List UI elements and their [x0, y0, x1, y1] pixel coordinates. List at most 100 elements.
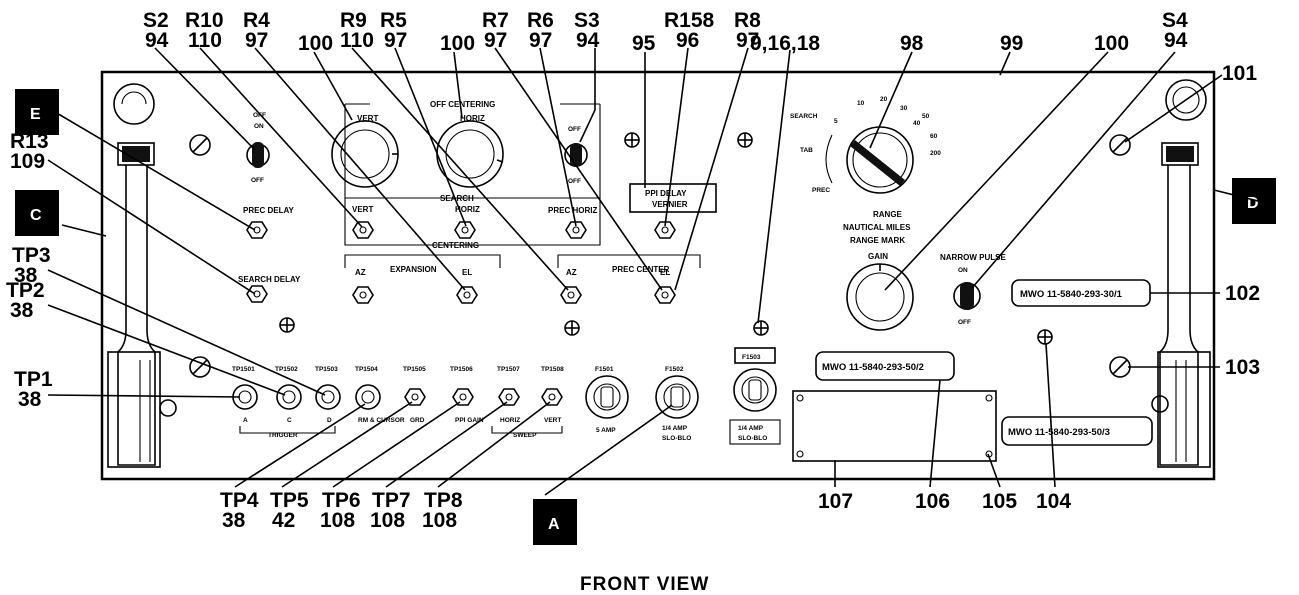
svg-text:VERT: VERT	[544, 417, 561, 424]
svg-text:TP1503: TP1503	[315, 366, 338, 373]
panel-crosshead-2	[564, 320, 580, 336]
blank-access-plate	[792, 390, 997, 462]
svg-text:R7: R7	[482, 9, 509, 32]
svg-text:95: 95	[632, 32, 656, 55]
svg-text:S4: S4	[1162, 9, 1188, 32]
tp1502-jack[interactable]	[276, 384, 302, 410]
left-handle[interactable]	[107, 83, 177, 468]
s2-toggle-switch[interactable]: OFF ON OFF	[246, 112, 270, 184]
callout-101: 101	[1222, 62, 1257, 85]
tp1504-jack[interactable]	[355, 384, 381, 410]
svg-text:TP2: TP2	[6, 279, 45, 302]
badge-c: C	[15, 190, 59, 236]
svg-text:108: 108	[320, 509, 355, 532]
svg-text:TP1507: TP1507	[497, 366, 520, 373]
svg-text:PREC: PREC	[812, 187, 830, 194]
svg-text:96: 96	[676, 29, 699, 52]
svg-text:TP1505: TP1505	[403, 366, 426, 373]
svg-text:S3: S3	[574, 9, 600, 32]
svg-text:108: 108	[422, 509, 457, 532]
svg-text:60: 60	[930, 133, 938, 140]
callout-102: 102	[1225, 282, 1260, 305]
svg-text:RANGE MARK: RANGE MARK	[850, 236, 905, 245]
svg-text:D: D	[327, 417, 332, 424]
svg-text:PPI DELAY: PPI DELAY	[645, 189, 687, 198]
front-panel	[100, 70, 1216, 481]
gain-knob[interactable]: GAIN	[846, 252, 914, 331]
svg-text:10: 10	[857, 100, 865, 107]
svg-text:5 AMP: 5 AMP	[596, 427, 616, 434]
prec-center-az-pot[interactable]	[560, 286, 582, 304]
svg-text:TP1504: TP1504	[355, 366, 378, 373]
tp1506-jack[interactable]	[452, 388, 474, 406]
svg-text:A: A	[548, 516, 560, 533]
tp1507-jack[interactable]	[498, 388, 520, 406]
svg-text:1/4 AMP: 1/4 AMP	[738, 425, 764, 432]
fuse-f1503[interactable]: F1503 1/4 AMP SLO-BLO	[729, 347, 781, 445]
svg-text:SLO-BLO: SLO-BLO	[738, 435, 767, 442]
svg-text:103: 103	[1225, 356, 1260, 379]
diagram-title: FRONT VIEW	[580, 574, 709, 595]
svg-text:R5: R5	[380, 9, 407, 32]
svg-text:ON: ON	[958, 267, 968, 274]
off-centering-group: OFF CENTERING VERT HORIZ SEARCH CENTERIN…	[344, 100, 601, 250]
svg-text:107: 107	[818, 490, 853, 513]
svg-text:94: 94	[1164, 29, 1188, 52]
fuse-f1501[interactable]: F1501 5 AMP	[585, 366, 629, 434]
svg-text:R9: R9	[340, 9, 367, 32]
svg-text:108: 108	[370, 509, 405, 532]
leader-lines	[47, 47, 1275, 496]
svg-text:9,16,18: 9,16,18	[750, 32, 820, 55]
narrow-pulse-toggle[interactable]: NARROW PULSE ON OFF	[940, 253, 1006, 326]
svg-text:94: 94	[576, 29, 600, 52]
svg-text:MWO 11-5840-293-50/2: MWO 11-5840-293-50/2	[822, 362, 924, 373]
svg-text:VERNIER: VERNIER	[652, 200, 688, 209]
callout-9-16-18: 9,16,18	[750, 32, 820, 55]
panel-screw-3	[1109, 134, 1131, 156]
svg-text:TP4: TP4	[220, 489, 259, 512]
right-handle[interactable]	[1151, 79, 1211, 468]
test-point-row: TP1501 TP1502 TP1503 TP1504 TP1505 TP150…	[232, 366, 564, 439]
panel-crosshead-3	[753, 320, 769, 336]
svg-text:TRIGGER: TRIGGER	[268, 432, 298, 439]
tp1508-jack[interactable]	[541, 388, 563, 406]
svg-text:106: 106	[915, 490, 950, 513]
tp1503-jack[interactable]	[315, 384, 341, 410]
expansion-el-pot[interactable]	[456, 286, 478, 304]
search-vert-pot[interactable]: VERT	[352, 205, 374, 239]
svg-text:A: A	[243, 417, 248, 424]
svg-text:E: E	[30, 106, 41, 123]
callout-98: 98	[900, 32, 924, 55]
svg-text:OFF: OFF	[251, 177, 264, 184]
svg-text:OFF CENTERING: OFF CENTERING	[430, 100, 495, 109]
prec-center-el-pot[interactable]	[654, 286, 676, 304]
vert-off-centering-knob[interactable]	[331, 120, 399, 188]
tp1505-jack[interactable]	[404, 388, 426, 406]
search-horiz-pot[interactable]: HORIZ	[454, 205, 480, 239]
svg-text:SEARCH: SEARCH	[790, 113, 818, 120]
svg-text:OFF: OFF	[958, 319, 971, 326]
badge-d: D	[1232, 178, 1276, 224]
svg-text:EXPANSION: EXPANSION	[390, 265, 437, 274]
svg-text:SEARCH: SEARCH	[440, 194, 474, 203]
svg-text:F1502: F1502	[665, 366, 684, 373]
prec-center-group: PREC CENTER AZ EL	[557, 254, 701, 277]
svg-text:SEARCH DELAY: SEARCH DELAY	[238, 275, 301, 284]
svg-text:100: 100	[298, 32, 333, 55]
svg-text:30: 30	[900, 105, 908, 112]
fuse-f1502[interactable]: F1502 1/4 AMP SLO-BLO	[655, 366, 699, 442]
expansion-az-pot[interactable]	[352, 286, 374, 304]
svg-text:PPI GAIN: PPI GAIN	[455, 417, 484, 424]
range-selector-dial[interactable]: SEARCH TAB PREC 5 10 20 30 40 50 60 200 …	[790, 96, 941, 245]
svg-text:TP1501: TP1501	[232, 366, 255, 373]
svg-text:D: D	[1247, 195, 1259, 212]
ppi-delay-vernier[interactable]: PPI DELAY VERNIER	[629, 183, 717, 239]
svg-text:TP6: TP6	[322, 489, 361, 512]
